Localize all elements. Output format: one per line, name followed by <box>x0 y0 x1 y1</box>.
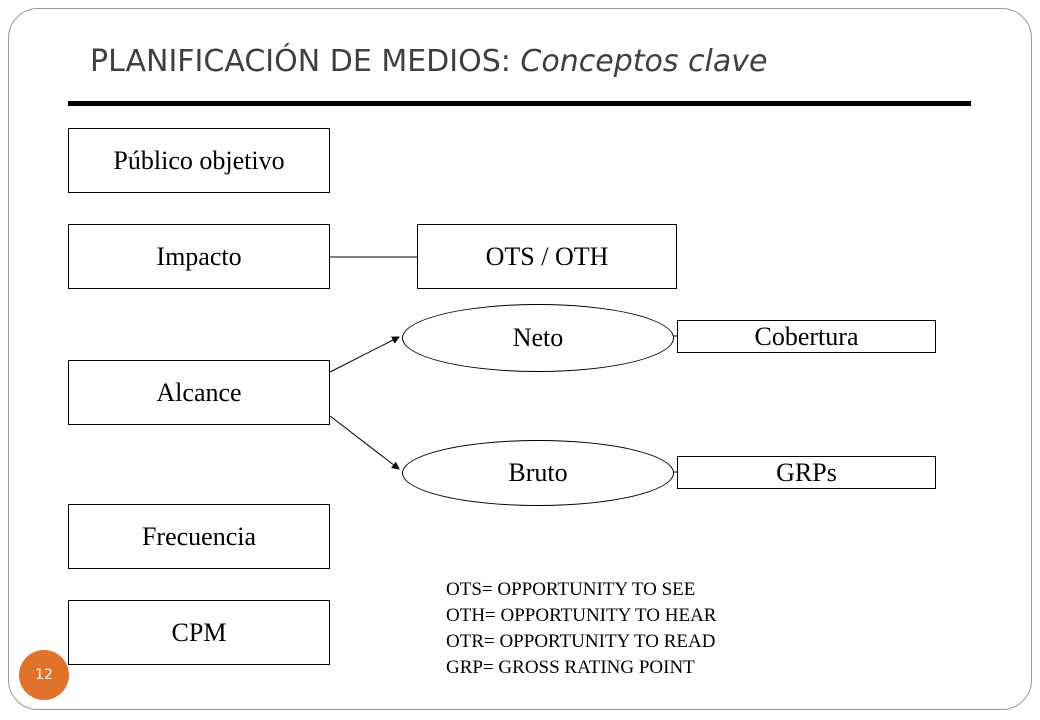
grps-box: GRPs <box>677 456 936 489</box>
bruto-label: Bruto <box>508 458 568 487</box>
legend-item-oth: OTH= OPPORTUNITY TO HEAR <box>446 605 717 626</box>
slide-title-sub: Conceptos clave <box>520 44 768 79</box>
alcance-bruto-arrow <box>329 415 400 470</box>
alcance-neto-arrow <box>329 336 400 373</box>
neto-label: Neto <box>512 323 564 352</box>
ots-oth-box: OTS / OTH <box>417 224 677 289</box>
bruto-ellipse: Bruto <box>402 440 674 506</box>
legend-item-otr: OTR= OPPORTUNITY TO READ <box>446 631 716 652</box>
cobertura-label: Cobertura <box>754 321 859 351</box>
legend-item-grp: GRP= GROSS RATING POINT <box>446 657 695 678</box>
concept-frecuencia-label: Frecuencia <box>141 521 257 551</box>
neto-ellipse: Neto <box>402 304 674 372</box>
concept-frecuencia: Frecuencia <box>68 504 330 569</box>
title-underline <box>68 101 971 106</box>
slide-title: PLANIFICACIÓN DE MEDIOS: Conceptos clave <box>90 44 767 79</box>
concept-publico-objetivo: Público objetivo <box>68 128 330 193</box>
concept-impacto-label: Impacto <box>156 241 242 271</box>
ots-oth-label: OTS / OTH <box>485 241 609 271</box>
concept-impacto: Impacto <box>68 224 330 289</box>
concept-alcance-label: Alcance <box>156 377 242 407</box>
slide-title-main: PLANIFICACIÓN DE MEDIOS: <box>90 44 521 79</box>
concept-publico-objetivo-label: Público objetivo <box>113 145 285 175</box>
cobertura-box: Cobertura <box>677 320 936 353</box>
concept-cpm: CPM <box>68 600 330 665</box>
page-number: 12 <box>35 667 53 683</box>
concept-alcance: Alcance <box>68 360 330 425</box>
page-number-badge: 12 <box>19 650 69 700</box>
legend-item-ots: OTS= OPPORTUNITY TO SEE <box>446 579 696 600</box>
acronym-legend: OTS= OPPORTUNITY TO SEE OTH= OPPORTUNITY… <box>446 577 716 681</box>
concept-cpm-label: CPM <box>171 617 227 647</box>
grps-label: GRPs <box>776 457 837 487</box>
